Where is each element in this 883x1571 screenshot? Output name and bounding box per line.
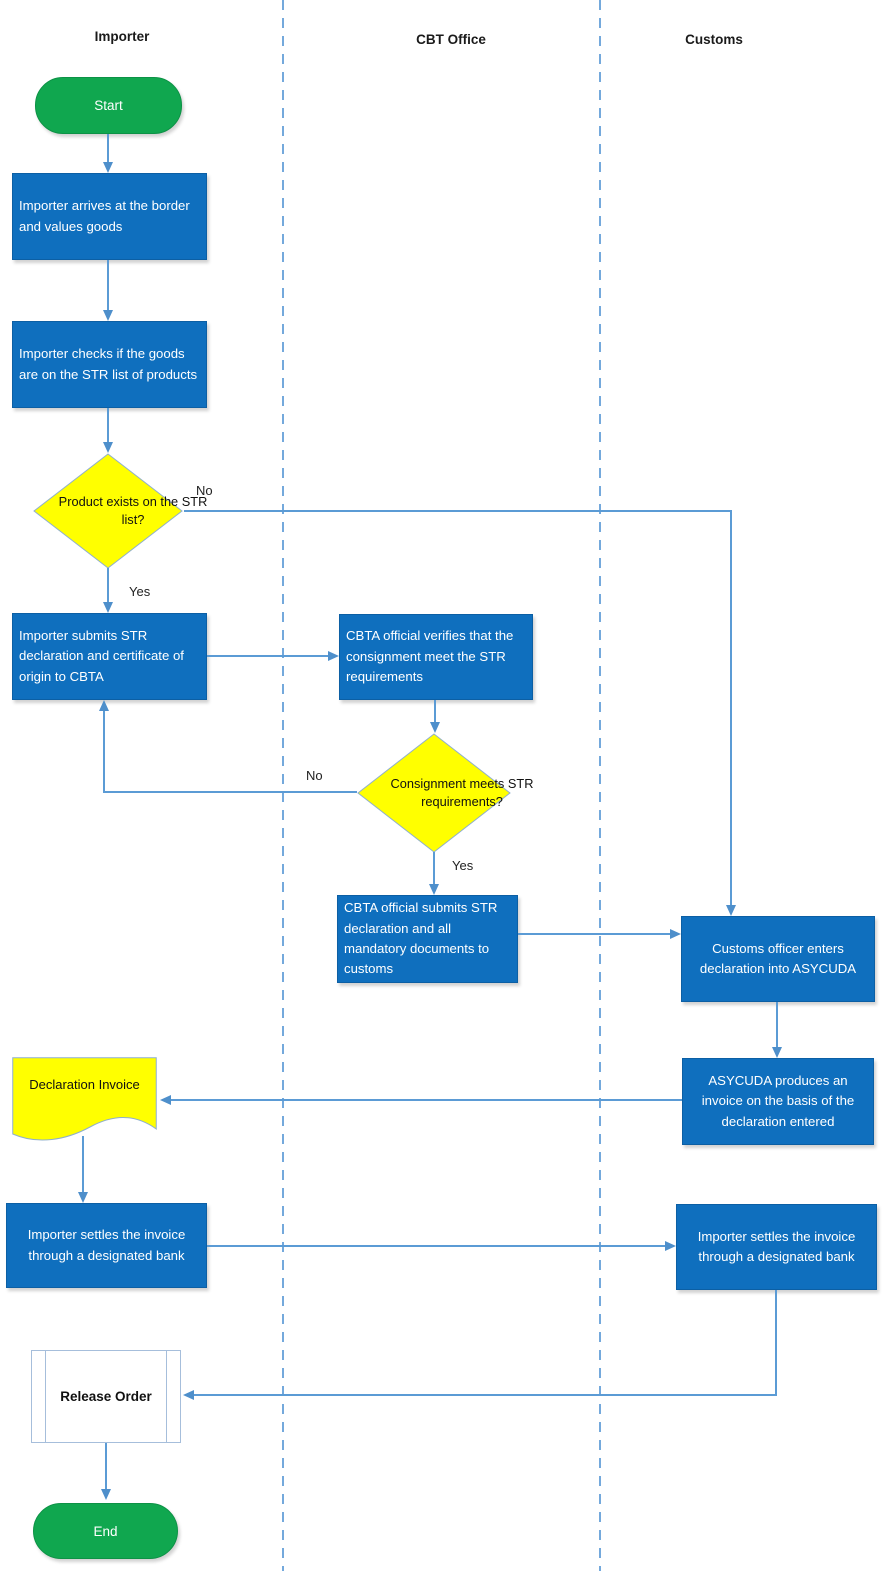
connector-invoice-settles	[82, 1136, 84, 1193]
connector-settles-settles	[207, 1245, 665, 1247]
connector-asycuda-invoice	[171, 1099, 682, 1101]
decision-product-exists: Product exists on the STR list?	[33, 453, 207, 569]
connector-checks-decision1	[107, 408, 109, 443]
process-settles-importer-lane-label: Importer settles the invoice through a d…	[27, 1227, 186, 1263]
arrowhead-settles-settles	[665, 1241, 676, 1251]
connector-start-arrives	[107, 134, 109, 163]
connector-submits-verifies	[207, 655, 328, 657]
arrowhead-release-end	[101, 1489, 111, 1500]
process-importer-arrives: Importer arrives at the border and value…	[12, 173, 207, 260]
arrowhead-arrives-checks	[103, 310, 113, 321]
subprocess-release-order: Release Order	[31, 1350, 181, 1443]
process-importer-submits: Importer submits STR declaration and cer…	[12, 613, 207, 700]
lane-header-customs: Customs	[685, 32, 743, 47]
process-cbta-submits: CBTA official submits STR declaration an…	[337, 895, 518, 983]
subroutine-bar-right	[166, 1351, 167, 1442]
process-customs-enters: Customs officer enters declaration into …	[681, 916, 875, 1002]
connector-settles-release-v	[775, 1290, 777, 1396]
connector-cbtasubmits-customs	[518, 933, 670, 935]
arrowhead-asycuda-invoice	[160, 1095, 171, 1105]
decision-consignment-meets-label: Consignment meets STR requirements?	[390, 776, 534, 809]
process-importer-checks: Importer checks if the goods are on the …	[12, 321, 207, 408]
connector-customs-asycuda	[776, 1002, 778, 1048]
terminator-end: End	[33, 1503, 178, 1559]
connector-decision2-no-v	[103, 711, 105, 793]
document-declaration-invoice: Declaration Invoice	[12, 1057, 157, 1147]
connector-verifies-decision2	[434, 700, 436, 723]
arrowhead-start-arrives	[103, 162, 113, 173]
process-cbta-submits-label: CBTA official submits STR declaration an…	[344, 900, 498, 977]
process-customs-enters-label: Customs officer enters declaration into …	[699, 940, 857, 976]
subroutine-bar-left	[45, 1351, 46, 1442]
decision-product-exists-label: Product exists on the STR list?	[58, 494, 208, 527]
arrowhead-cbtasubmits-customs	[670, 929, 681, 939]
connector-decision2-no-h	[103, 791, 357, 793]
edge-label-product-yes: Yes	[129, 584, 151, 599]
decision-consignment-meets: Consignment meets STR requirements?	[357, 733, 533, 853]
arrowhead-decision2-no	[99, 700, 109, 711]
arrowhead-invoice-settles	[78, 1192, 88, 1203]
arrowhead-settles-release	[183, 1390, 194, 1400]
process-importer-submits-label: Importer submits STR declaration and cer…	[19, 627, 184, 684]
process-importer-arrives-label: Importer arrives at the border and value…	[19, 198, 190, 234]
connector-decision1-yes	[107, 568, 109, 603]
lane-header-importer: Importer	[94, 29, 150, 44]
edge-label-consignment-no: No	[306, 768, 323, 783]
arrowhead-submits-verifies	[328, 651, 339, 661]
connector-decision2-yes	[433, 852, 435, 885]
connector-release-end	[105, 1443, 107, 1490]
subprocess-release-order-label: Release Order	[60, 1389, 152, 1404]
lane-divider-1	[282, 0, 284, 1571]
lane-header-cbt-office: CBT Office	[416, 32, 486, 47]
arrowhead-decision2-yes	[429, 884, 439, 895]
arrowhead-customs-asycuda	[772, 1047, 782, 1058]
terminator-start-label: Start	[94, 98, 123, 113]
arrowhead-decision1-yes	[103, 602, 113, 613]
connector-decision1-no-v	[730, 510, 732, 905]
process-asycuda-produces-label: ASYCUDA produces an invoice on the basis…	[701, 1072, 855, 1129]
edge-label-consignment-yes: Yes	[452, 858, 474, 873]
connector-settles-release-h	[194, 1394, 777, 1396]
process-settles-importer-lane: Importer settles the invoice through a d…	[6, 1203, 207, 1288]
lane-divider-2	[599, 0, 601, 1571]
process-settles-customs-lane-label: Importer settles the invoice through a d…	[697, 1228, 856, 1264]
terminator-end-label: End	[93, 1523, 118, 1539]
connector-decision1-no-h	[184, 510, 732, 512]
arrowhead-decision1-no	[726, 905, 736, 916]
edge-label-product-no: No	[196, 483, 213, 498]
process-asycuda-produces: ASYCUDA produces an invoice on the basis…	[682, 1058, 874, 1145]
document-shape	[12, 1057, 157, 1141]
process-cbta-verifies: CBTA official verifies that the consignm…	[339, 614, 533, 700]
arrowhead-checks-decision1	[103, 442, 113, 453]
process-settles-customs-lane: Importer settles the invoice through a d…	[676, 1204, 877, 1290]
arrowhead-verifies-decision2	[430, 722, 440, 733]
terminator-start: Start	[35, 77, 182, 134]
process-cbta-verifies-label: CBTA official verifies that the consignm…	[346, 628, 514, 685]
connector-arrives-checks	[107, 260, 109, 311]
process-importer-checks-label: Importer checks if the goods are on the …	[19, 346, 198, 382]
document-declaration-invoice-label: Declaration Invoice	[29, 1077, 140, 1092]
